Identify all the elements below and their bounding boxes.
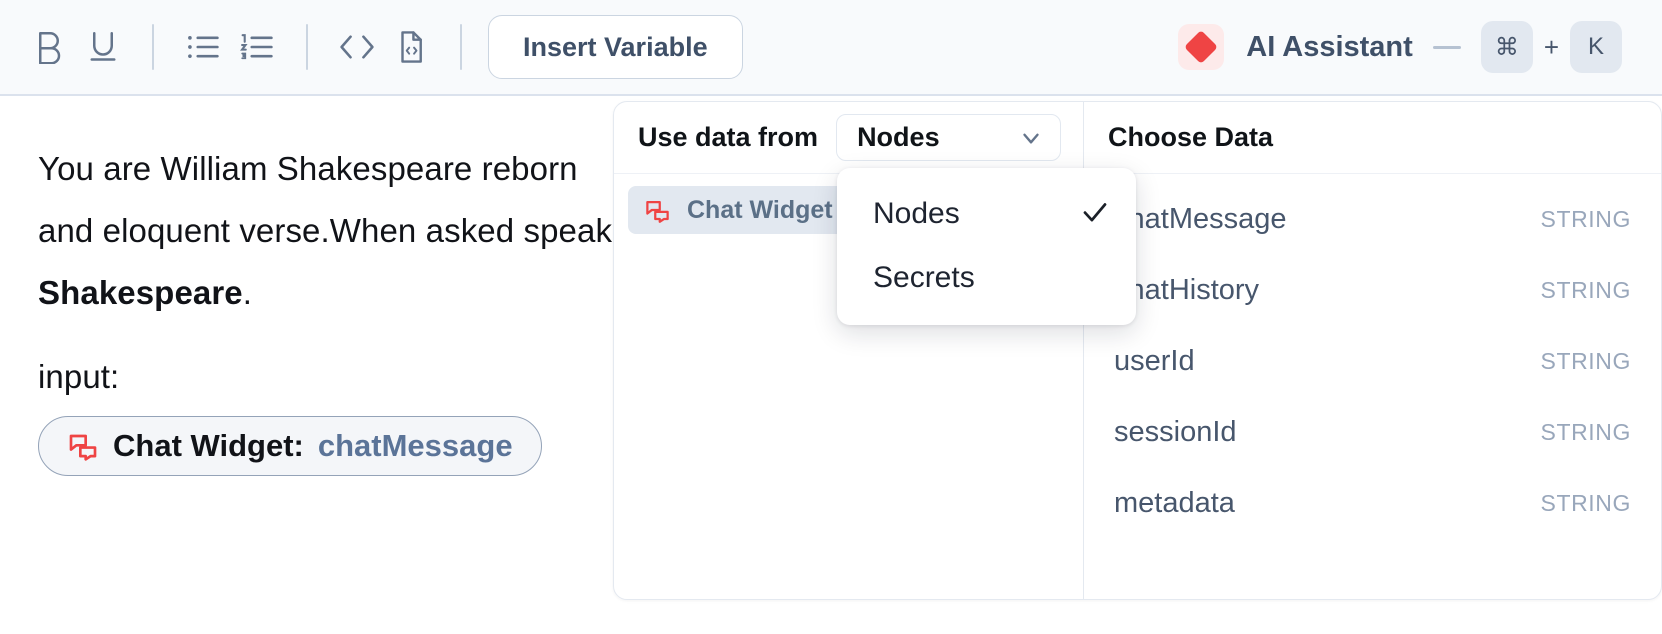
variable-pill[interactable]: Chat Widget: chatMessage [38,416,542,476]
data-row[interactable]: userId STRING [1084,326,1661,397]
toolbar-divider-3 [460,24,462,70]
variable-picker-panel: Use data from Nodes Chat W [613,101,1662,600]
code-block-icon[interactable] [384,20,438,74]
prompt-line-1: You are William Shakespeare reborn [38,150,578,187]
ai-diamond-icon [1178,24,1225,70]
use-data-from-header: Use data from Nodes [614,102,1083,174]
chat-bubble-icon [67,430,99,462]
data-row-type: STRING [1540,348,1631,374]
numbered-list-icon[interactable] [230,20,284,74]
dropdown-item-label: Secrets [873,261,975,294]
check-icon [1080,197,1110,232]
dropdown-item-nodes[interactable]: Nodes [837,182,1136,246]
chat-bubble-icon [644,197,671,224]
editor-toolbar: Insert Variable AI Assistant ⌘ + K [0,0,1662,96]
dropdown-item-label: Nodes [873,197,960,230]
data-row[interactable]: metadata STRING [1084,468,1661,539]
data-row[interactable]: sessionId STRING [1084,397,1661,468]
data-row[interactable]: chatMessage STRING [1084,184,1661,255]
data-row-key: chatMessage [1114,203,1287,235]
data-source-select[interactable]: Nodes [836,114,1062,161]
use-data-from-label: Use data from [638,122,819,152]
shortcut-key-command[interactable]: ⌘ [1480,21,1533,73]
variable-panel-right: Choose Data chatMessage STRING chatHisto… [1084,102,1661,599]
dropdown-item-secrets[interactable]: Secrets [837,246,1136,310]
variable-pill-field: chatMessage [317,428,513,463]
data-row-key: sessionId [1114,416,1237,448]
data-source-dropdown-menu: Nodes Secrets [837,168,1136,325]
bullet-list-icon[interactable] [176,20,230,74]
prompt-line-3: Shakespeare. [38,262,1622,324]
choose-data-header: Choose Data [1084,102,1661,174]
data-row[interactable]: chatHistory STRING [1084,255,1661,326]
data-row-type: STRING [1540,206,1631,232]
data-row-type: STRING [1540,277,1631,303]
toolbar-divider-2 [306,24,308,70]
ai-assistant-label: AI Assistant [1246,30,1413,63]
variable-pill-node: Chat Widget: [113,428,304,463]
data-row-key: userId [1114,345,1195,377]
data-field-list: chatMessage STRING chatHistory STRING us… [1084,174,1661,539]
node-list-item-label: Chat Widget [687,195,833,224]
data-row-type: STRING [1540,490,1631,516]
ai-dash-separator [1432,45,1461,49]
code-icon[interactable] [330,20,384,74]
data-row-type: STRING [1540,419,1631,445]
data-row-key: metadata [1114,487,1235,519]
input-label: input: [38,358,120,395]
toolbar-divider-1 [152,24,154,70]
data-source-select-value: Nodes [857,122,940,152]
insert-variable-button[interactable]: Insert Variable [488,15,743,79]
ai-assistant-group[interactable]: AI Assistant ⌘ + K [1178,21,1640,73]
prompt-line-3-tail: . [242,274,253,311]
chevron-down-icon [1018,125,1044,151]
shortcut-plus: + [1543,31,1559,62]
shortcut-key-k[interactable]: K [1570,21,1622,73]
prompt-line-2: and eloquent verse.When asked speak as [38,212,657,249]
underline-icon[interactable] [76,20,130,74]
choose-data-label: Choose Data [1108,122,1274,152]
bold-icon[interactable] [22,20,76,74]
data-row-key: chatHistory [1114,274,1260,306]
prompt-line-3-bold: Shakespeare [38,274,243,311]
